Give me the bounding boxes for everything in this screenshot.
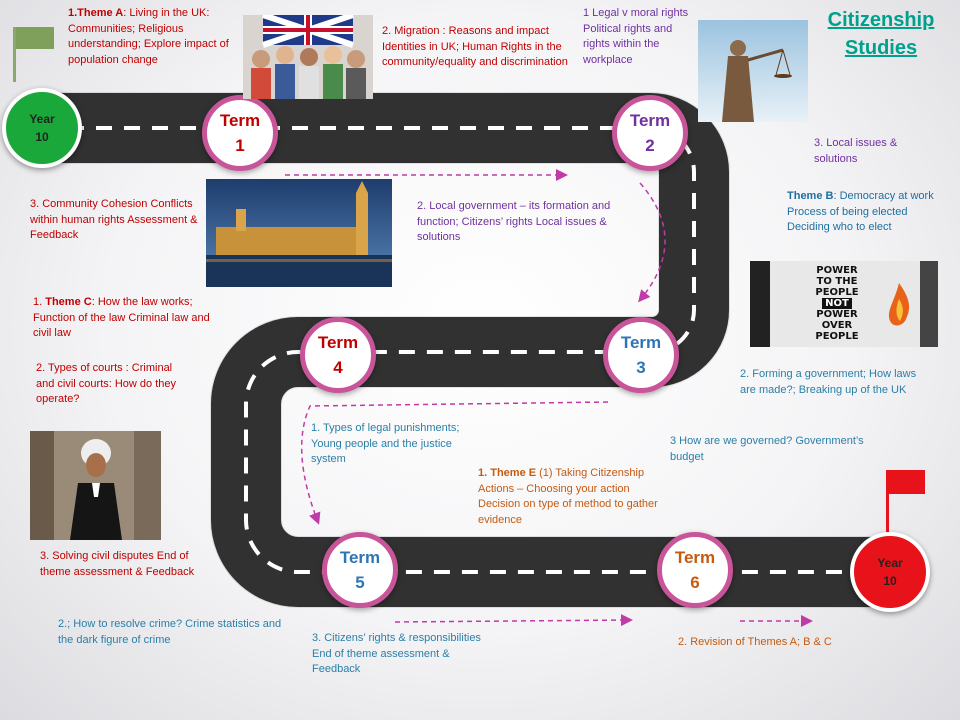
- term5-note-crime: 2.; How to resolve crime? Crime statisti…: [58, 618, 282, 646]
- term4-note-punishments: 1. Types of legal punishments; Young peo…: [311, 422, 460, 465]
- term-2-label: Term: [629, 111, 671, 130]
- poster-line-2: TO THE: [816, 276, 858, 287]
- term-2-number: 2: [645, 136, 655, 155]
- title-line-2: Studies: [844, 37, 918, 59]
- page-title: Citizenship Studies: [812, 6, 950, 62]
- term-6-marker: Term 6: [657, 532, 733, 608]
- term-5-label: Term: [339, 548, 381, 567]
- term3-note-governed: 3 How are we governed? Government’s budg…: [670, 435, 864, 463]
- term5-note-citizens-rights: 3. Citizens’ rights & responsibilities E…: [312, 632, 481, 675]
- power-to-the-people-image: POWER TO THE PEOPLE NOT POWER OVER PEOPL…: [750, 261, 938, 347]
- theme-b-label: Theme B: [787, 190, 834, 202]
- road-centre-line: [40, 126, 890, 574]
- term-1-marker: Term 1: [202, 95, 278, 171]
- term-4-marker: Term 4: [300, 317, 376, 393]
- term2-note-local-issues: 3. Local issues & solutions: [814, 137, 898, 165]
- arrow-term2-term3: [638, 182, 666, 303]
- theme-a-label: 1.Theme A: [68, 7, 124, 19]
- title-line-1: Citizenship: [827, 9, 935, 31]
- lady-justice-image: [698, 20, 808, 122]
- parliament-image: [206, 179, 392, 287]
- theme-c-text: : How the law works; Function of the law…: [33, 296, 210, 339]
- finish-year-label: Year: [877, 556, 903, 570]
- term6-note-theme-e: 1. Theme E (1) Taking Citizenship Action…: [478, 466, 658, 528]
- term-1-number: 1: [235, 136, 245, 155]
- term4-note-courts: 2. Types of courts : Criminal and civil …: [36, 362, 177, 405]
- arrow-term5-term6: [394, 614, 633, 627]
- theme-b-text: : Democracy at work Process of being ele…: [787, 190, 934, 233]
- finish-flag-icon: [886, 470, 925, 540]
- barrister-image: [30, 431, 161, 540]
- theme-e-text: (1) Taking Citizenship Actions – Choosin…: [478, 467, 658, 526]
- term-2-marker: Term 2: [612, 95, 688, 171]
- theme-c-number: 1.: [33, 296, 46, 308]
- term-4-label: Term: [317, 333, 359, 352]
- flame-icon: [888, 283, 910, 326]
- poster-line-6: OVER: [821, 320, 853, 331]
- term-5-number: 5: [355, 573, 365, 592]
- term-3-label: Term: [620, 333, 662, 352]
- term2-note-local-government: 2. Local government – its formation and …: [417, 200, 611, 243]
- term3-note-forming-government: 2. Forming a government; How laws are ma…: [740, 368, 917, 396]
- term-5-marker: Term 5: [322, 532, 398, 608]
- poster-line-3: PEOPLE: [815, 287, 859, 298]
- finish-year-marker: Year 10: [850, 532, 930, 612]
- term6-note-revision: 2. Revision of Themes A; B & C: [678, 636, 832, 648]
- term3-note-theme-b: Theme B: Democracy at work Process of be…: [787, 189, 952, 236]
- theme-c-label: Theme C: [45, 296, 92, 308]
- term1-note-theme-a: 1.Theme A: Living in the UK: Communities…: [68, 6, 236, 68]
- term-3-marker: Term 3: [603, 317, 679, 393]
- theme-a-text: : Living in the UK: Communities; Religio…: [68, 7, 229, 66]
- term-1-label: Term: [219, 111, 261, 130]
- term4-note-theme-c: 1. Theme C: How the law works; Function …: [33, 295, 223, 342]
- poster-line-7: PEOPLE: [815, 331, 859, 342]
- term4-note-civil-disputes: 3. Solving civil disputes End of theme a…: [40, 550, 195, 578]
- term-6-number: 6: [690, 573, 700, 592]
- arrow-term3-term4: [300, 401, 609, 525]
- start-year-label: Year: [29, 112, 55, 126]
- crowd-with-flag-image: [243, 15, 373, 99]
- term1-note-migration: 2. Migration : Reasons and impact Identi…: [382, 25, 568, 68]
- finish-year-number: 10: [883, 574, 897, 588]
- term-6-label: Term: [674, 548, 716, 567]
- poster-line-5: POWER: [816, 309, 858, 320]
- theme-e-label: 1. Theme E: [478, 467, 537, 479]
- term-4-number: 4: [333, 358, 343, 377]
- term1-note-cohesion: 3. Community Cohesion Conflicts within h…: [30, 198, 198, 241]
- start-year-number: 10: [35, 130, 49, 144]
- poster-line-1: POWER: [816, 265, 858, 276]
- start-flag-icon: [13, 27, 54, 82]
- start-year-marker: Year 10: [2, 88, 82, 168]
- term2-note-rights: 1 Legal v moral rights Political rights …: [583, 7, 689, 66]
- term-3-number: 3: [636, 358, 646, 377]
- poster-line-4: NOT: [822, 298, 852, 309]
